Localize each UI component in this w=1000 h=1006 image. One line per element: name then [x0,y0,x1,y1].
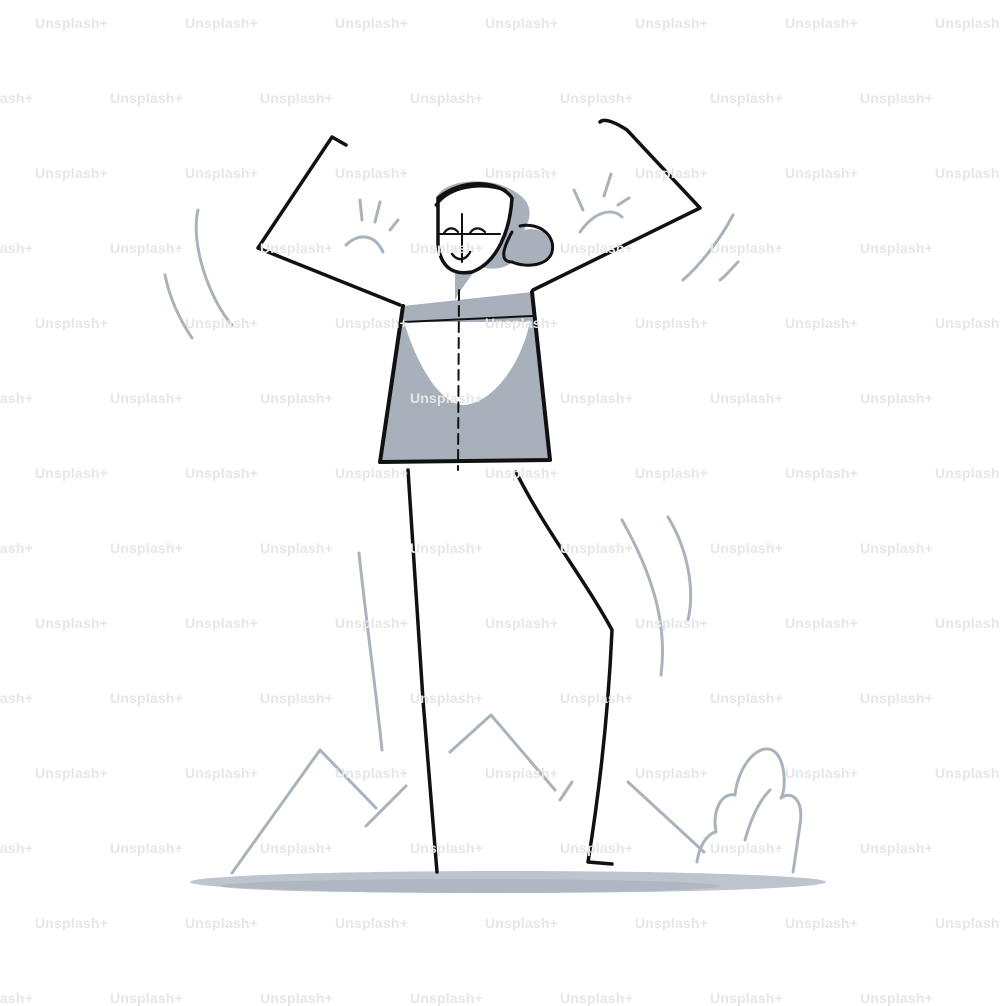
bush-sketch [695,747,803,874]
joy-marks [344,172,631,254]
face [434,182,514,275]
legs [406,468,614,874]
motion-lines [163,208,740,752]
mountains-sketch [230,713,706,875]
ground-shadow [190,871,826,893]
torso [378,289,552,471]
arms [256,118,702,307]
